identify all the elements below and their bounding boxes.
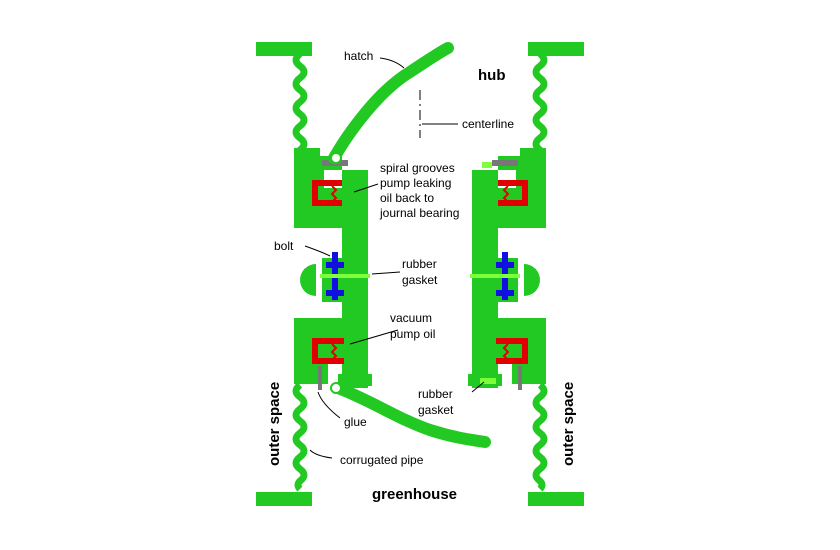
upper-hatch (328, 42, 454, 164)
label-outer-space-right: outer space (560, 382, 577, 466)
label-centerline: centerline (462, 117, 514, 131)
label-vacuum-pump-oil-2: pump oil (390, 327, 435, 341)
label-rubber-gasket-mid-2: gasket (402, 273, 438, 287)
left-upper-seal (312, 180, 344, 206)
label-hub: hub (478, 67, 506, 84)
label-greenhouse: greenhouse (372, 486, 457, 503)
label-rubber-gasket-low-2: gasket (418, 403, 454, 417)
label-hatch: hatch (344, 49, 373, 63)
left-corrugated-pipe (256, 42, 312, 506)
left-lower-flange (294, 318, 348, 390)
left-bolt-clamp (300, 252, 370, 302)
left-lower-seal (312, 338, 344, 364)
label-spiral-grooves-2: pump leaking (380, 176, 451, 190)
label-vacuum-pump-oil-1: vacuum (390, 311, 432, 325)
label-glue: glue (344, 415, 367, 429)
right-lower-seal (496, 338, 528, 364)
right-lower-flange (492, 318, 546, 390)
label-rubber-gasket-mid-1: rubber (402, 257, 437, 271)
right-upper-flange (482, 148, 546, 228)
leader-lines (304, 57, 485, 459)
label-outer-space-left: outer space (266, 382, 283, 466)
label-spiral-grooves-4: journal bearing (379, 206, 459, 220)
lower-hatch (330, 382, 491, 448)
label-bolt: bolt (274, 239, 294, 253)
right-upper-seal (496, 180, 528, 206)
label-spiral-grooves-3: oil back to (380, 191, 434, 205)
left-upper-grooves (330, 185, 338, 203)
right-corrugated-pipe (528, 42, 584, 506)
label-spiral-grooves-1: spiral grooves (380, 161, 455, 175)
label-corrugated-pipe: corrugated pipe (340, 453, 424, 467)
label-rubber-gasket-low-1: rubber (418, 387, 453, 401)
right-bolt-clamp (470, 252, 540, 302)
